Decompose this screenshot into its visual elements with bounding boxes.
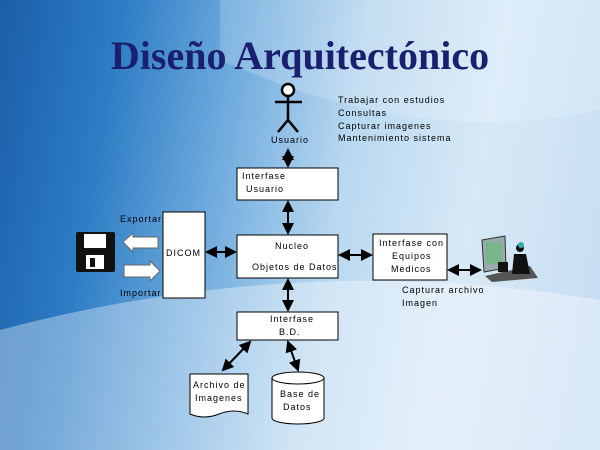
svg-text:Usuario: Usuario xyxy=(246,184,284,194)
box-interfase-bd: Interfase B.D. xyxy=(236,311,339,341)
document-archivo-imagenes: Archivo de Imagenes xyxy=(189,373,249,418)
capturar-label: Capturar archivo xyxy=(402,285,485,295)
svg-text:DICOM: DICOM xyxy=(166,248,201,258)
connector-arrows xyxy=(205,148,482,372)
svg-text:Objetos de Datos: Objetos de Datos xyxy=(252,262,338,272)
background-swoosh xyxy=(220,0,600,123)
importar-label: Importar xyxy=(120,288,162,298)
svg-text:Datos: Datos xyxy=(283,402,312,412)
svg-text:Base de: Base de xyxy=(280,389,320,399)
box-equipos-medicos: Interfase con Equipos Medicos xyxy=(372,233,448,281)
export-arrow-icon xyxy=(122,231,159,254)
svg-text:Medicos: Medicos xyxy=(391,264,432,274)
svg-text:Nucleo: Nucleo xyxy=(275,241,309,251)
floppy-disk-icon xyxy=(76,232,115,272)
svg-text:Interfase: Interfase xyxy=(270,314,314,324)
box-interfase-usuario: Interfase Usuario xyxy=(236,167,339,201)
use-case: Trabajar con estudios xyxy=(338,95,445,105)
use-case: Consultas xyxy=(338,108,387,118)
user-actor-icon xyxy=(275,82,302,133)
medical-equipment-icon xyxy=(481,235,538,282)
actor-label: Usuario xyxy=(271,135,309,145)
box-dicom: DICOM xyxy=(162,211,206,299)
exportar-label: Exportar xyxy=(120,214,162,224)
page-title: Diseño Arquitectónico xyxy=(110,33,490,78)
capturar-label: Imagen xyxy=(402,298,438,308)
import-arrow-icon xyxy=(123,259,161,283)
svg-text:Archivo de: Archivo de xyxy=(193,380,246,390)
use-case: Mantenimiento sistema xyxy=(338,133,452,143)
database-cylinder: Base de Datos xyxy=(271,371,325,425)
box-nucleo: Nucleo Objetos de Datos xyxy=(236,234,339,279)
svg-text:Interfase: Interfase xyxy=(242,171,286,181)
use-case: Capturar imagenes xyxy=(338,121,432,131)
svg-text:B.D.: B.D. xyxy=(279,327,301,337)
svg-text:Interfase con: Interfase con xyxy=(379,238,444,248)
use-case-list: Trabajar con estudios Consultas Capturar… xyxy=(338,95,452,143)
svg-text:Imagenes: Imagenes xyxy=(195,393,243,403)
svg-text:Equipos: Equipos xyxy=(392,251,432,261)
